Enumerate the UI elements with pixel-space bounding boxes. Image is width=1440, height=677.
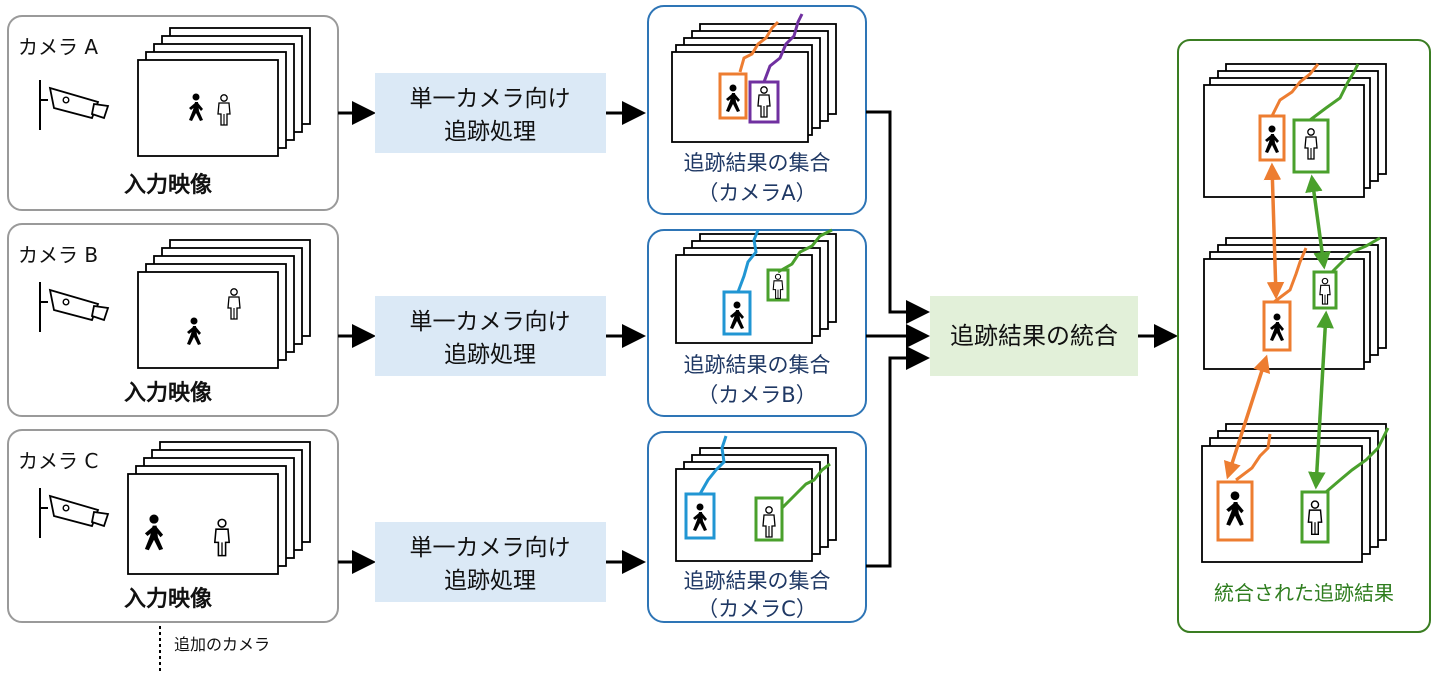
process-box-b: 単一カメラ向け 追跡処理 (375, 296, 606, 376)
camera-a-frame-stack (137, 27, 311, 157)
integration-box: 追跡結果の統合 (930, 296, 1138, 376)
process-box-a: 単一カメラ向け 追跡処理 (375, 73, 606, 153)
green-tracking-box (1312, 270, 1338, 310)
result-b-line1: 追跡結果の集合 (684, 353, 831, 377)
result-b-line2: （カメラB） (697, 383, 816, 407)
result-box-a: 追跡結果の集合 （カメラA） (647, 5, 867, 215)
camera-c-label: カメラ C (18, 449, 98, 473)
green-tracking-box (1292, 118, 1330, 174)
camera-a-input-label: 入力映像 (124, 172, 213, 198)
green-track (777, 228, 833, 274)
green-track (1309, 63, 1360, 122)
orange-tracking-box (1262, 300, 1292, 352)
result-a-line2: （カメラA） (697, 181, 816, 205)
orange-track (1273, 247, 1308, 304)
blue-track (736, 229, 760, 293)
camera-b-frame-stack (137, 239, 311, 369)
camera-b-panel: カメラ B 入力映像 (7, 223, 339, 417)
process-box-b-line1: 単一カメラ向け (410, 309, 571, 335)
camera-c-panel: カメラ C 入力映像 (7, 429, 339, 623)
orange-tracking-box (718, 72, 748, 120)
purple-tracking-box (748, 80, 780, 124)
integrated-result-panel: 統合された追跡結果 (1177, 39, 1431, 633)
additional-cameras-label: 追加のカメラ (174, 635, 270, 654)
green-track (1330, 236, 1381, 274)
camera-c-frame-stack (127, 441, 311, 575)
process-box-c: 単一カメラ向け 追跡処理 (375, 522, 606, 602)
green-track (780, 462, 831, 510)
orange-track (1270, 63, 1320, 117)
green-correspondence-arrow (1305, 174, 1331, 270)
green-tracking-box (766, 268, 790, 302)
final-frame-stack-1 (1203, 63, 1387, 198)
camera-a-label: カメラ A (18, 35, 98, 59)
orange-tracking-box (1258, 114, 1286, 162)
result-box-c: 追跡結果の集合 （カメラC） (647, 431, 867, 623)
camera-b-label: カメラ B (18, 243, 98, 267)
integrated-result-label: 統合された追跡結果 (1214, 581, 1394, 605)
camera-b-input-label: 入力映像 (124, 380, 213, 406)
blue-tracking-box (684, 492, 716, 540)
orange-tracking-box (1216, 480, 1254, 542)
green-tracking-box (1300, 490, 1330, 544)
result-a-line1: 追跡結果の集合 (684, 151, 831, 175)
green-correspondence-arrow (1308, 310, 1334, 490)
connector-result-a-to-integration (866, 110, 930, 324)
process-box-a-line2: 追跡処理 (444, 119, 536, 145)
camera-a-panel: カメラ A 入力映像 (7, 15, 339, 211)
process-box-a-line1: 単一カメラ向け (410, 86, 571, 112)
result-box-b: 追跡結果の集合 （カメラB） (647, 228, 867, 417)
connector-result-c-to-integration (866, 346, 930, 568)
final-frame-stack-3 (1201, 423, 1390, 563)
purple-track (762, 13, 804, 83)
orange-track (738, 20, 780, 73)
orange-correspondence-arrow (1263, 162, 1285, 300)
final-frame-stack-2 (1203, 236, 1387, 370)
blue-track (698, 435, 728, 495)
result-c-line1: 追跡結果の集合 (684, 569, 831, 593)
blue-tracking-box (722, 290, 752, 336)
integration-label: 追跡結果の統合 (950, 322, 1118, 350)
process-box-c-line1: 単一カメラ向け (410, 535, 571, 561)
green-tracking-box (754, 496, 784, 542)
camera-c-input-label: 入力映像 (124, 586, 213, 612)
orange-correspondence-arrow (1223, 354, 1271, 480)
green-track (1325, 427, 1390, 494)
process-box-b-line2: 追跡処理 (444, 342, 536, 368)
result-c-line2: （カメラC） (697, 597, 817, 621)
process-box-c-line2: 追跡処理 (444, 568, 536, 594)
